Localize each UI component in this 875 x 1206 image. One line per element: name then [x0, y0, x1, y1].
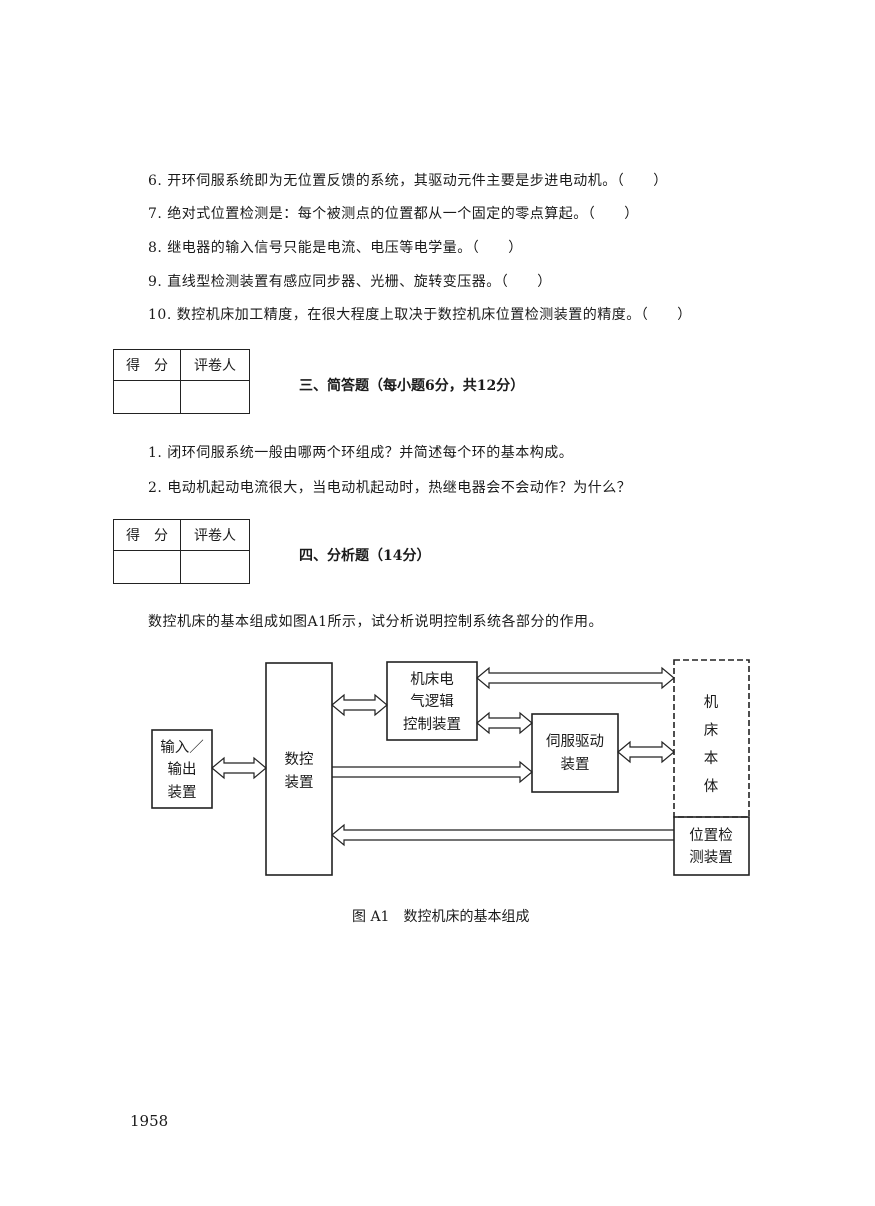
question-7: 7. 绝对式位置检测是：每个被测点的位置都从一个固定的零点算起。（ ）	[148, 206, 639, 222]
score-label: 得 分	[113, 349, 181, 381]
machine-label-1: 机	[704, 694, 719, 711]
question-10: 10. 数控机床加工精度，在很大程度上取决于数控机床位置检测装置的精度。（ ）	[148, 307, 692, 323]
machine-label-4: 体	[704, 778, 719, 795]
servo-label-1: 伺服驱动	[546, 733, 604, 750]
question-9: 9. 直线型检测装置有感应同步器、光栅、旋转变压器。（ ）	[148, 274, 552, 290]
machine-body-box	[673, 659, 750, 818]
short-question-1: 1. 闭环伺服系统一般由哪两个环组成？并简述每个环的基本构成。	[148, 445, 574, 461]
score-cell	[113, 380, 181, 414]
electric-logic-box	[386, 661, 478, 741]
servo-drive-box	[531, 713, 619, 793]
score-table-section4: 得 分 评卷人	[113, 519, 250, 584]
question-6: 6. 开环伺服系统即为无位置反馈的系统，其驱动元件主要是步进电动机。（ ）	[148, 173, 668, 189]
electric-label-1: 机床电	[410, 671, 454, 688]
score-cell	[113, 550, 181, 584]
analysis-intro: 数控机床的基本组成如图A1所示，试分析说明控制系统各部分的作用。	[148, 614, 604, 630]
detect-label-1: 位置检	[689, 827, 733, 844]
electric-label-2: 气逻辑	[410, 693, 454, 710]
section3-heading: 三、简答题（每小题6分，共12分）	[299, 378, 525, 394]
section4-heading: 四、分析题（14分）	[299, 548, 431, 564]
short-question-2: 2. 电动机起动电流很大，当电动机起动时，热继电器会不会动作？为什么？	[148, 480, 632, 496]
nc-device-box	[265, 662, 333, 876]
question-8: 8. 继电器的输入信号只能是电流、电压等电学量。（ ）	[148, 240, 523, 256]
servo-label-2: 装置	[561, 756, 590, 773]
page-number: 1958	[130, 1112, 169, 1130]
grader-label: 评卷人	[180, 349, 250, 381]
score-table-section3: 得 分 评卷人	[113, 349, 250, 414]
detect-label-2: 测装置	[689, 849, 733, 866]
machine-label-3: 本	[704, 750, 719, 767]
nc-label-2: 装置	[285, 774, 314, 791]
position-detect-box	[673, 816, 750, 876]
score-label: 得 分	[113, 519, 181, 551]
nc-label-1: 数控	[285, 751, 314, 768]
arrows	[211, 666, 675, 847]
electric-label-3: 控制装置	[403, 716, 461, 733]
grader-cell	[180, 380, 250, 414]
io-label-1: 输入／	[160, 739, 204, 756]
machine-label-2: 床	[704, 722, 719, 739]
grader-cell	[180, 550, 250, 584]
io-label-2: 输出	[168, 761, 197, 778]
io-label-3: 装置	[168, 784, 197, 801]
io-device-box	[151, 729, 213, 809]
figure-caption: 图 A1 数控机床的基本组成	[352, 909, 530, 925]
